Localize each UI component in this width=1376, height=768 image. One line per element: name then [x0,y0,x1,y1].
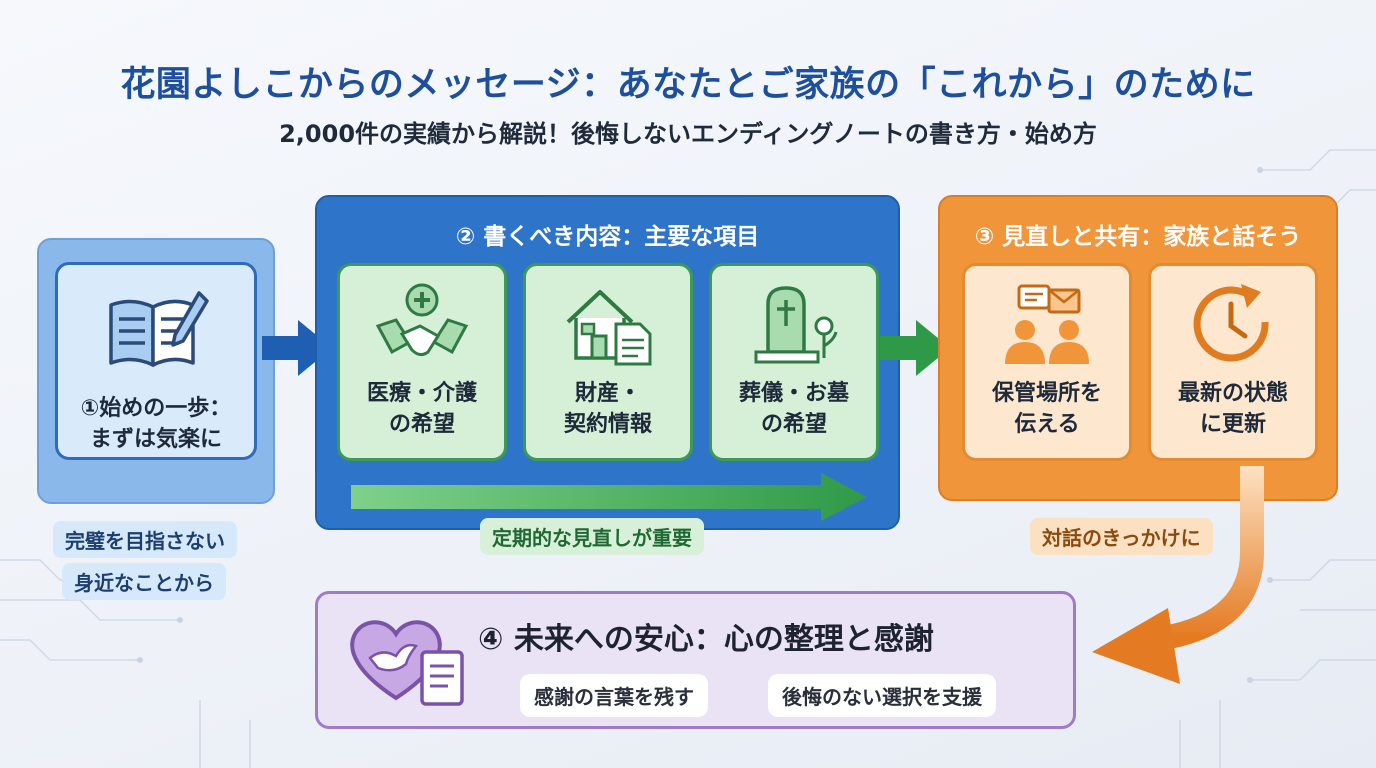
arrow-step1-to-step2 [262,320,332,376]
step2-card-medical: 医療・介護 の希望 [337,263,507,461]
step1-card: ①始めの一歩： まずは気楽に [55,262,257,460]
step4-panel: ④ 未来への安心：心の整理と感謝 感謝の言葉を残す 後悔のない選択を支援 [315,591,1076,729]
page-title: 花園よしこからのメッセージ：あなたとご家族の「これから」のために [120,65,1256,105]
step1-note-2: 身近なことから [62,563,226,600]
step2-card-assets-label: 財産・ 契約情報 [563,381,652,437]
step2-card-funeral: 葬儀・お墓 の希望 [709,263,879,461]
step2-card-assets: 財産・ 契約情報 [523,263,693,461]
family-chat-icon [1005,284,1089,364]
step1-label: ①始めの一歩： まずは気楽に [80,396,232,452]
step3-card-storage-label: 保管場所を 伝える [991,381,1102,437]
arrow-step2-to-step3 [880,320,950,376]
arrow-step3-to-step4 [1092,466,1264,684]
step3-panel: ③ 見直しと共有：家族と話そう 保管場所を 伝える 最新の状態 に更新 [938,195,1338,501]
step1-note-1: 完璧を目指さない [53,521,237,558]
step3-card-update-label: 最新の状態 に更新 [1177,381,1288,437]
review-progress-arrow [351,473,867,521]
step3-title: ③ 見直しと共有：家族と話そう [974,224,1302,250]
step2-title: ② 書くべき内容：主要な項目 [455,224,760,250]
open-notebook-pencil-icon [109,291,209,367]
heart-dove-letter-icon [350,620,464,706]
step3-note: 対話のきっかけに [1030,518,1213,555]
page-subtitle: 2,000件の実績から解説！後悔しないエンディングノートの書き方・始め方 [279,120,1097,148]
step2-panel: ② 書くべき内容：主要な項目 医療・介護 の希望 財産・ 契約情報 [315,195,900,530]
step1-panel: ①始めの一歩： まずは気楽に [37,238,275,504]
step4-pill-support: 後悔のない選択を支援 [768,674,996,717]
step2-note: 定期的な見直しが重要 [480,518,704,555]
step3-card-update: 最新の状態 に更新 [1148,263,1318,461]
step2-card-medical-label: 医療・介護 の希望 [366,381,477,437]
step3-card-storage: 保管場所を 伝える [962,263,1132,461]
step2-card-funeral-label: 葬儀・お墓 の希望 [738,381,849,437]
house-document-icon [566,290,652,366]
step4-pill-gratitude: 感謝の言葉を残す [520,674,708,717]
step4-title: ④ 未来への安心：心の整理と感謝 [478,622,934,657]
handshake-medical-icon [375,283,469,357]
gravestone-flower-icon [754,286,838,364]
clock-refresh-icon [1193,284,1269,362]
